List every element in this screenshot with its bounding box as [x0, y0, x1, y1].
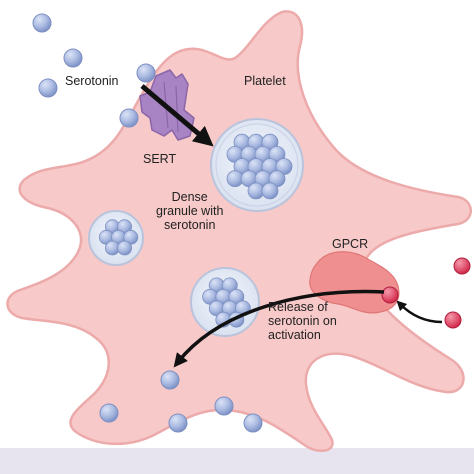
- footer-band: [0, 448, 474, 474]
- released-serotonin-molecules: [99, 370, 263, 433]
- platelet-cell: [6, 10, 472, 453]
- label-sert: SERT: [143, 152, 177, 166]
- dense-granule-small: [88, 210, 144, 266]
- granule-serotonin-molecule: [117, 240, 132, 256]
- agonist-binding-arrow: [396, 300, 443, 324]
- serotonin-molecule: [38, 78, 58, 98]
- serotonin-molecules-outside: [32, 13, 156, 128]
- serotonin-molecule: [214, 396, 234, 416]
- sert-uptake-arrow: [140, 84, 214, 147]
- label-dense-granule: Dense granule with serotonin: [156, 190, 224, 232]
- agonist-molecule: [381, 286, 399, 304]
- label-gpcr: GPCR: [332, 237, 369, 251]
- agonist-molecule: [444, 311, 462, 329]
- serotonin-molecule: [160, 370, 180, 390]
- dense-granule-large: [210, 118, 304, 212]
- serotonin-molecule: [32, 13, 52, 33]
- serotonin-molecule: [168, 413, 188, 433]
- serotonin-molecule: [136, 63, 156, 83]
- serotonin-molecule: [119, 108, 139, 128]
- label-release: Release of serotonin on activation: [268, 300, 337, 342]
- gpcr-receptor: [309, 251, 400, 314]
- dense-granule-releasing: [190, 267, 260, 337]
- serotonin-molecule: [99, 403, 119, 423]
- label-platelet: Platelet: [244, 74, 286, 88]
- serotonin-molecule: [243, 413, 263, 433]
- serotonin-molecule: [63, 48, 83, 68]
- agonist-molecule: [453, 257, 471, 275]
- label-serotonin: Serotonin: [65, 74, 119, 88]
- granule-serotonin-molecule: [261, 182, 279, 200]
- release-arrow: [173, 289, 385, 368]
